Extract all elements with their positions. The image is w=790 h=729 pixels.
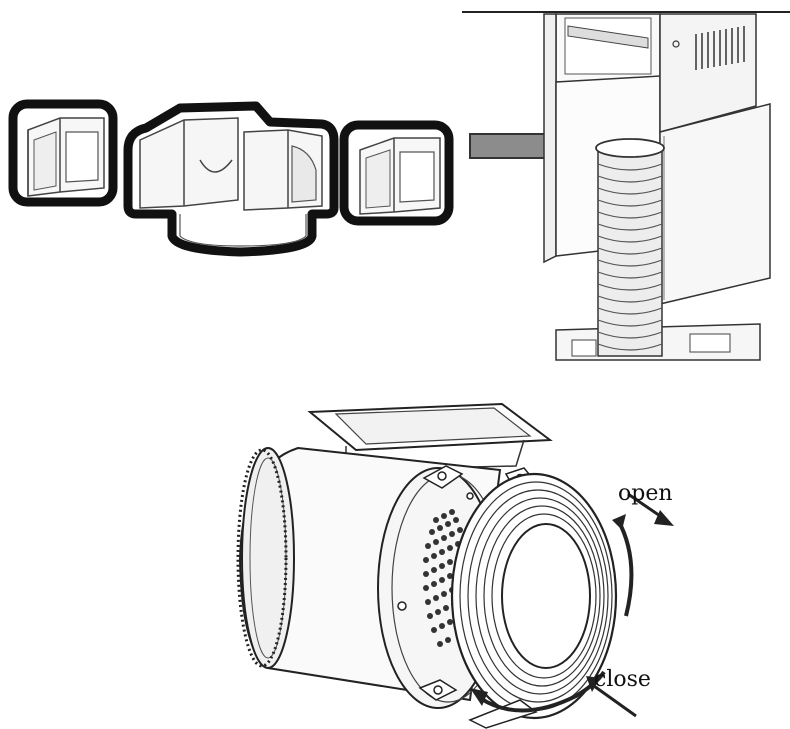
hose-ribs — [597, 163, 663, 351]
duct-adapter-right-icon — [339, 120, 454, 226]
duct-adapter-left-icon — [8, 99, 118, 207]
open-arrow-icon — [612, 492, 674, 617]
close-label: close — [594, 667, 651, 692]
duct-splitter-icon — [123, 101, 339, 257]
open-label: open — [618, 481, 673, 506]
duct-parts-group — [8, 99, 454, 257]
close-arrow-icon — [470, 670, 637, 718]
flexible-hose-icon — [595, 138, 665, 357]
blower-motor-icon — [236, 402, 618, 729]
vent-grille — [695, 26, 745, 70]
outlet-rings — [459, 481, 613, 711]
